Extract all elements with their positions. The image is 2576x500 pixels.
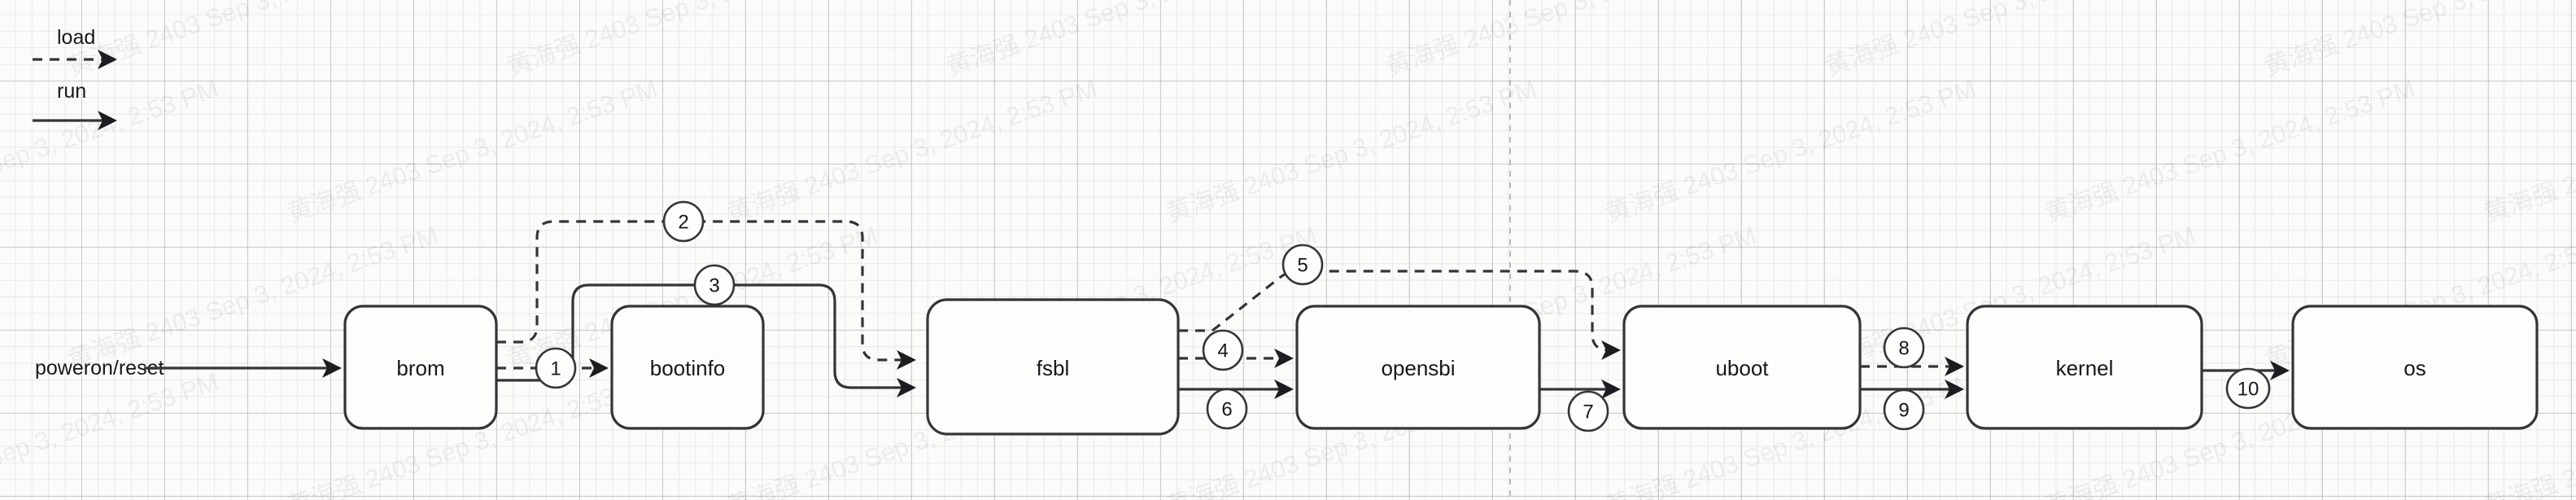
edge-badge-8-circle[interactable] [1883,327,1925,369]
edge-badge-8-text: 8 [1898,338,1909,360]
node-bootinfo-rect[interactable] [610,305,765,430]
edge-badge-3-circle[interactable] [693,264,736,306]
entry-label: poweron/reset [35,357,164,379]
node-opensbi[interactable]: opensbi [1295,305,1541,430]
edge-badge-9-circle[interactable] [1883,388,1925,431]
node-kernel[interactable]: kernel [1966,305,2203,430]
edge-badge-2[interactable]: 2 [662,200,705,243]
node-bootinfo[interactable]: bootinfo [610,305,765,430]
edge-badge-1[interactable]: 1 [535,347,577,389]
node-fsbl[interactable]: fsbl [926,298,1180,436]
edge-badge-3-text: 3 [709,275,719,297]
edge-badge-6-text: 6 [1221,399,1232,421]
node-opensbi-rect[interactable] [1295,305,1541,430]
node-bootinfo-label: bootinfo [650,356,726,380]
edge-badge-8[interactable]: 8 [1883,327,1925,369]
node-uboot-rect[interactable] [1622,305,1862,430]
node-brom-label: brom [396,356,444,380]
edge-badge-9-text: 9 [1898,400,1909,422]
edge-badge-4-circle[interactable] [1202,329,1244,371]
node-os-label: os [2404,356,2425,380]
edge-badge-7-text: 7 [1583,401,1593,423]
node-opensbi-label: opensbi [1381,356,1455,380]
node-kernel-rect[interactable] [1966,305,2203,430]
node-os[interactable]: os [2291,305,2539,430]
edge-badge-4[interactable]: 4 [1202,329,1244,371]
edge-badge-5-text: 5 [1297,255,1308,277]
legend-load-label: load [57,26,95,49]
node-fsbl-rect[interactable] [926,298,1180,436]
node-brom[interactable]: brom [343,305,498,430]
edge-badge-10-text: 10 [2238,379,2259,401]
node-os-rect[interactable] [2291,305,2539,430]
edge-badge-3[interactable]: 3 [693,264,736,306]
edge-badge-1-text: 1 [550,358,561,380]
edge-badge-6-circle[interactable] [1206,388,1248,430]
edge-badge-10[interactable]: 10 [2225,367,2271,410]
edge-badge-5[interactable]: 5 [1281,243,1324,286]
edge-badge-2-text: 2 [678,212,688,234]
edge-badge-10-circle[interactable] [2225,367,2271,410]
edge-badge-7-circle[interactable] [1567,390,1609,432]
edge-badge-6[interactable]: 6 [1206,388,1248,430]
edge-badge-5-circle[interactable] [1281,243,1324,286]
node-fsbl-label: fsbl [1037,356,1069,380]
edge-badge-7[interactable]: 7 [1567,390,1609,432]
legend-run-label: run [57,80,86,103]
edge-badge-2-circle[interactable] [662,200,705,243]
node-uboot[interactable]: uboot [1622,305,1862,430]
edge-badge-1-circle[interactable] [535,347,577,389]
node-uboot-label: uboot [1715,356,1769,380]
edge-badge-9[interactable]: 9 [1883,388,1925,431]
edge-badge-4-text: 4 [1217,340,1228,362]
node-brom-rect[interactable] [343,305,498,430]
node-kernel-label: kernel [2056,356,2114,380]
